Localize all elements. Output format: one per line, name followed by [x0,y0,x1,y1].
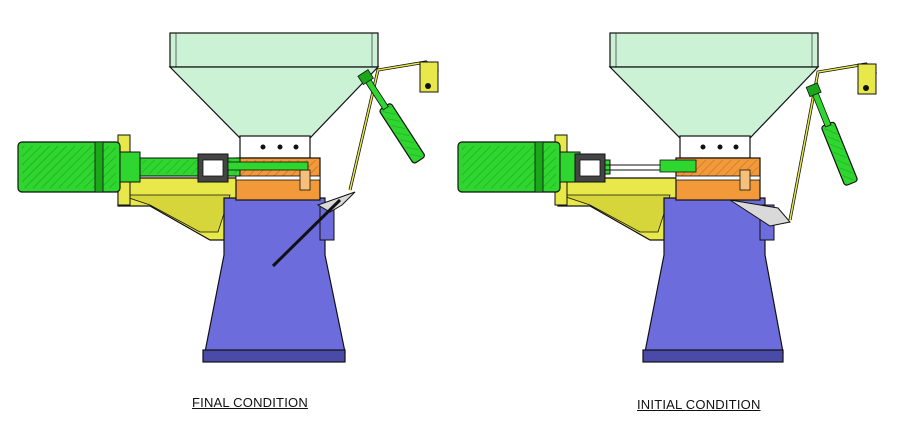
bracket-web [559,194,671,233]
hopper-rim [169,32,379,68]
gate-actuator [805,82,858,186]
gate-actuator [357,69,425,164]
motor-flange [119,151,141,183]
feeder-top-block [679,135,751,159]
bracket-web [119,194,231,233]
hopper-cone [608,66,820,139]
hopper-rim [609,32,819,68]
gate-lever [271,198,342,268]
final-assembly [17,32,439,363]
feeder-top-block [239,135,311,159]
initial-condition-caption: INITIAL CONDITION [637,397,761,412]
final-condition-caption: FINAL CONDITION [192,395,308,410]
gate-plate [729,199,791,227]
body-base [202,349,346,363]
pivot-plate [857,63,877,95]
pivot-plate [419,61,439,93]
initial-assembly [457,32,878,363]
hopper-cone [168,66,380,139]
body-base [642,349,784,363]
